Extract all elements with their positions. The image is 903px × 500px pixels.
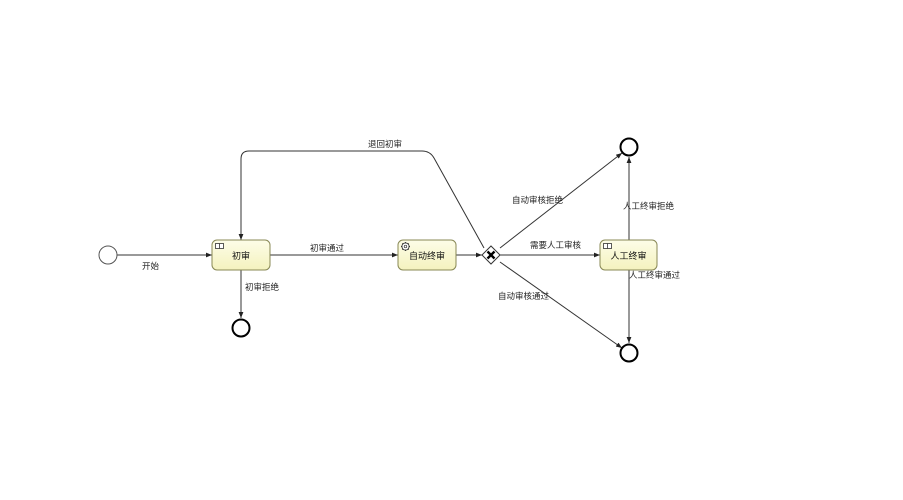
user-task-icon [215, 243, 224, 249]
task-label-manual-final-review: 人工终审 [610, 250, 646, 262]
flow-auto-reject[interactable]: 自动审核拒绝 [499, 152, 623, 249]
end-event-first-reject[interactable] [231, 318, 251, 338]
flow-label-manual-pass: 人工终审通过 [629, 270, 681, 281]
task-auto-final-review[interactable]: 自动终审 [397, 239, 457, 271]
start-event[interactable] [98, 245, 118, 265]
flow-return-first[interactable]: 退回初审 [238, 139, 485, 249]
task-label-auto-final-review: 自动终审 [409, 250, 445, 262]
flow-label-manual-reject: 人工终审拒绝 [623, 201, 675, 212]
task-first-review[interactable]: 初审 [211, 239, 271, 271]
flow-label-auto-pass: 自动审核通过 [498, 291, 550, 302]
flow-label-first-reject: 初审拒绝 [245, 282, 280, 293]
flow-auto-pass[interactable]: 自动审核通过 [498, 261, 623, 349]
end-event-bottom[interactable] [619, 343, 639, 363]
flow-label-auto-reject: 自动审核拒绝 [512, 195, 564, 206]
flow-first-reject[interactable]: 初审拒绝 [238, 270, 280, 318]
flow-manual-reject[interactable]: 人工终审拒绝 [623, 157, 675, 240]
flow-need-manual[interactable]: 需要人工审核 [500, 240, 600, 258]
exclusive-gateway[interactable] [481, 245, 501, 265]
flow-manual-pass[interactable]: 人工终审通过 [626, 270, 681, 343]
flow-label-first-pass: 初审通过 [310, 243, 345, 254]
task-label-first-review: 初审 [232, 250, 250, 262]
flow-label-start: 开始 [142, 261, 160, 272]
service-task-gear-icon [401, 242, 410, 251]
flow-label-return-first: 退回初审 [368, 139, 402, 150]
gateway-x-icon [486, 250, 496, 260]
flow-label-need-manual: 需要人工审核 [530, 240, 582, 251]
task-manual-final-review[interactable]: 人工终审 [599, 239, 658, 271]
end-event-top[interactable] [619, 137, 639, 157]
flow-first-pass[interactable]: 初审通过 [270, 243, 398, 258]
flow-start-to-first[interactable]: 开始 [117, 252, 212, 272]
user-task-icon [603, 243, 612, 249]
